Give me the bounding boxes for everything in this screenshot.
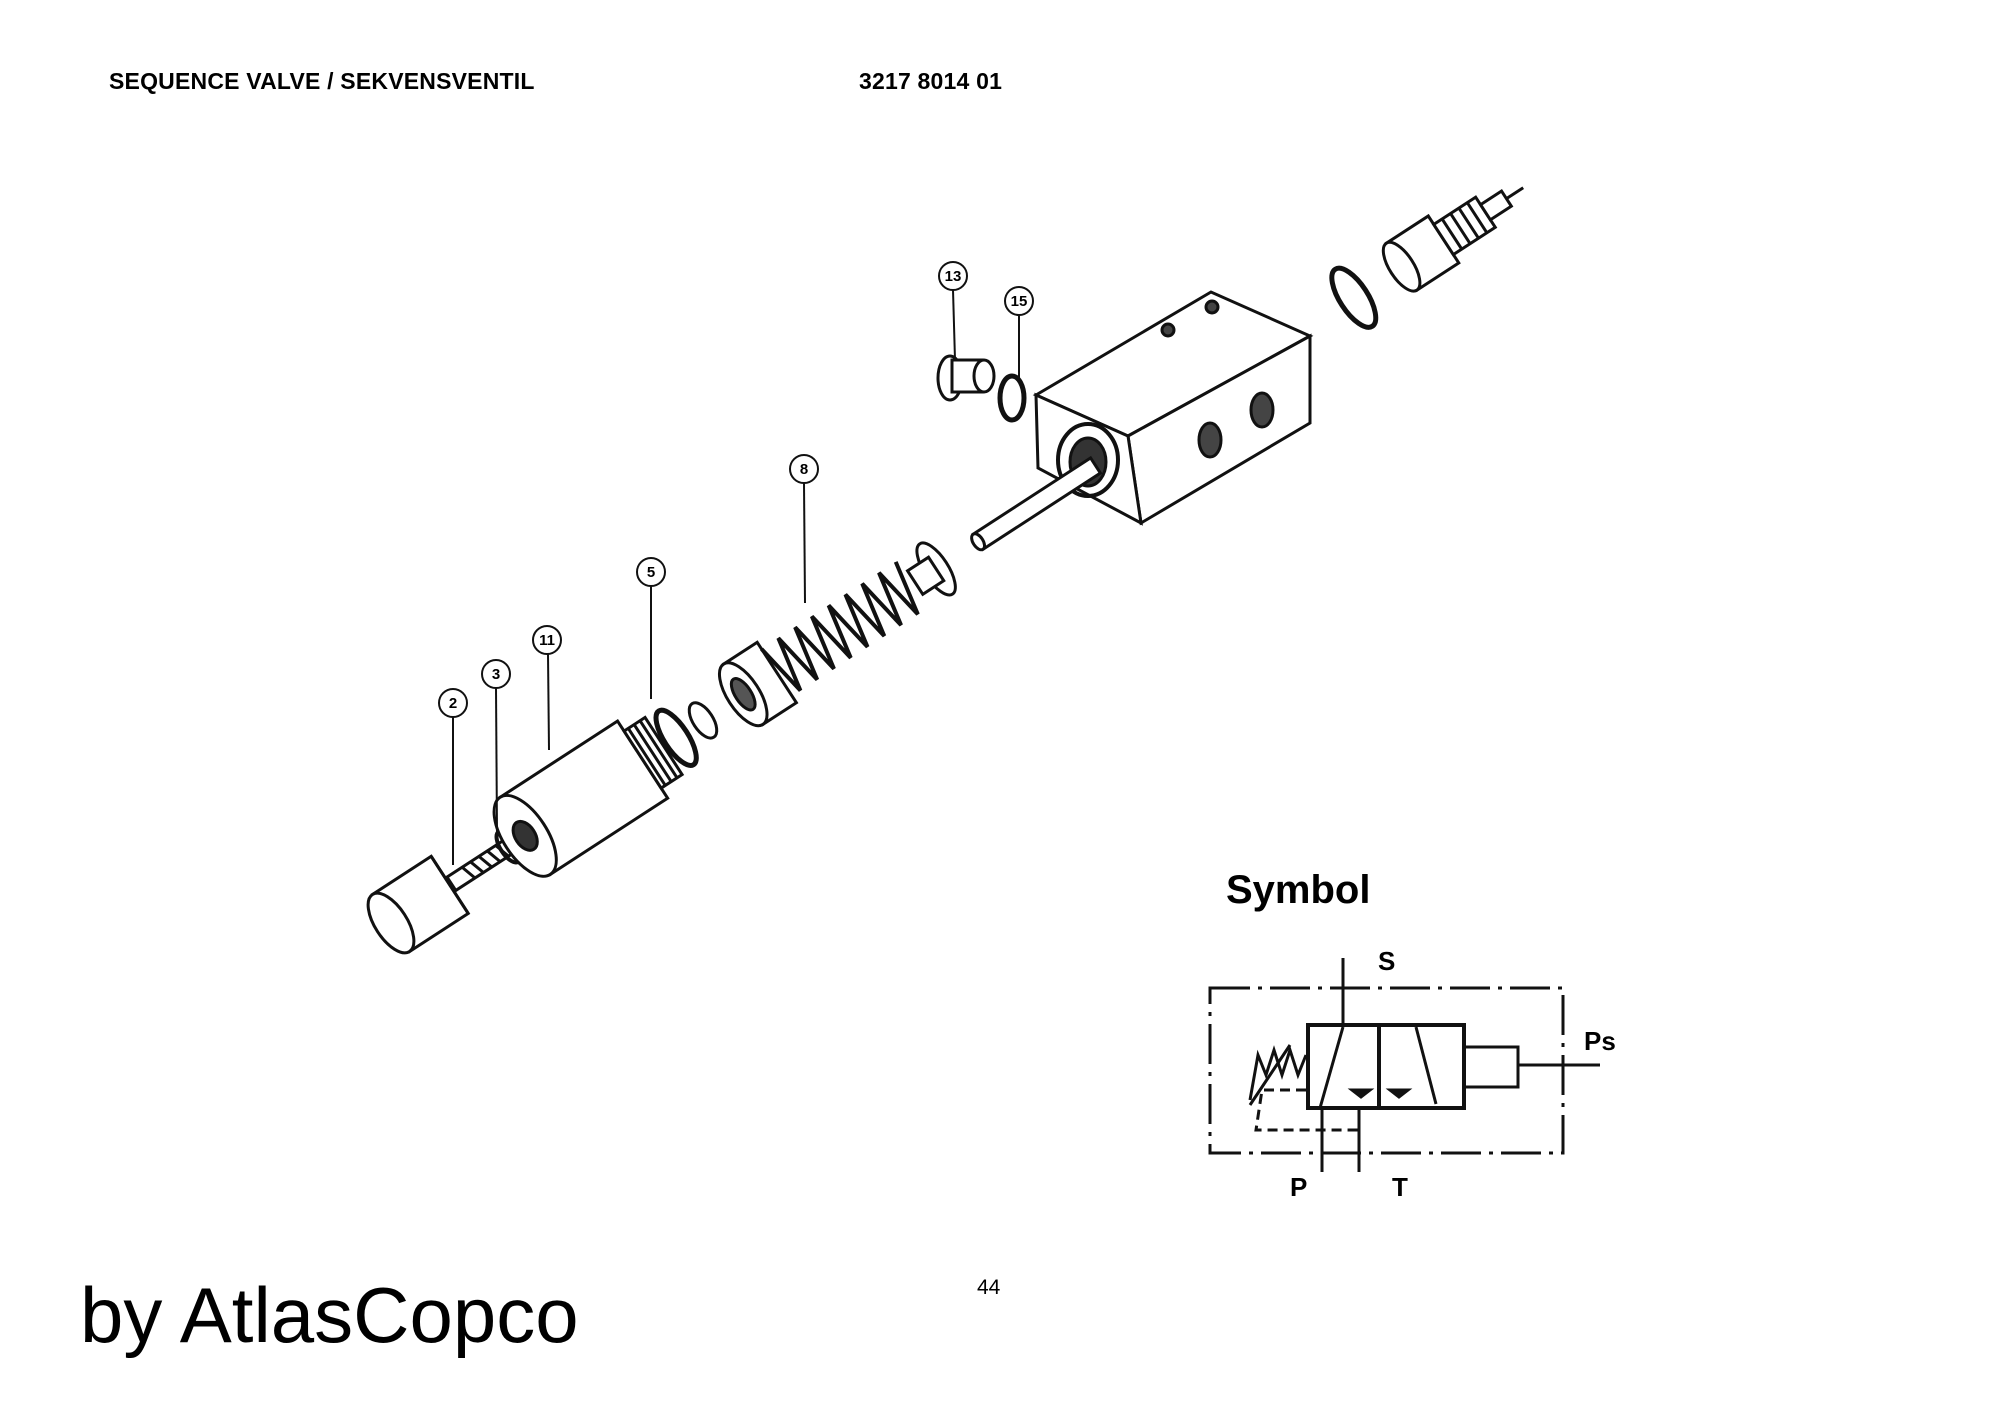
callout-2: 2 (438, 688, 468, 865)
svg-text:15: 15 (1011, 293, 1028, 310)
svg-text:8: 8 (800, 461, 808, 478)
brand-caption: by AtlasCopco (80, 1271, 579, 1359)
cap-nut (366, 854, 471, 955)
valve-body-part-11 (492, 715, 685, 878)
valve-stem (970, 455, 1103, 552)
port-ps-label: Ps (1584, 1026, 1616, 1056)
svg-text:5: 5 (647, 564, 655, 581)
part-number: 3217 8014 01 (859, 68, 1003, 94)
spring-part-8 (760, 561, 920, 692)
axial-parts (366, 186, 1525, 955)
document-title: SEQUENCE VALVE / SEKVENSVENTIL (109, 68, 535, 94)
callout-11: 11 (532, 625, 562, 751)
port-t-label: T (1392, 1172, 1408, 1202)
symbol-heading: Symbol (1226, 868, 1371, 912)
callout-15: 15 (1004, 286, 1034, 380)
plug-part-13 (936, 354, 996, 402)
svg-text:13: 13 (945, 268, 962, 285)
o-ring (1329, 265, 1379, 330)
spring-seat (905, 541, 957, 597)
hydraulic-symbol: S P T Ps (1208, 946, 1616, 1202)
piston (717, 640, 799, 728)
page-number: 44 (977, 1276, 1001, 1299)
svg-text:3: 3 (492, 666, 500, 683)
callout-3: 3 (481, 659, 511, 834)
o-ring-part-5 (653, 707, 699, 768)
connector-fitting (1381, 186, 1525, 293)
port-p-label: P (1290, 1172, 1307, 1202)
callout-5: 5 (636, 557, 666, 699)
callout-8: 8 (789, 454, 819, 604)
seal-ring-part-15 (997, 373, 1027, 423)
svg-text:11: 11 (539, 632, 555, 649)
svg-text:2: 2 (449, 695, 457, 712)
washer (687, 701, 719, 740)
port-s-label: S (1378, 946, 1395, 976)
callout-13: 13 (938, 261, 968, 361)
